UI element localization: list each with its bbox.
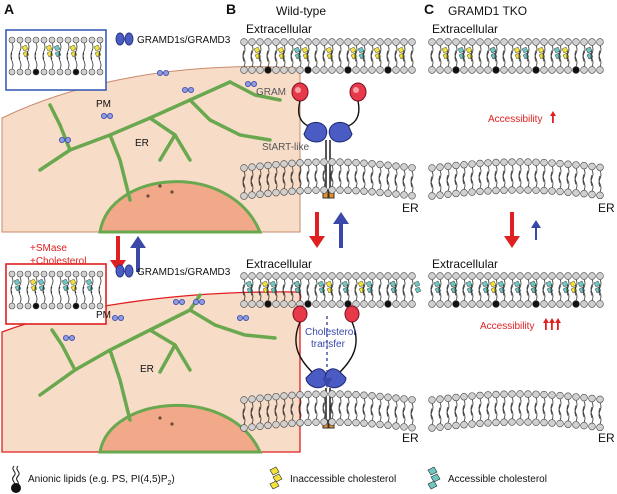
panel-a-letter: A — [4, 1, 14, 17]
er-network-bottom — [38, 293, 277, 422]
arrow-up-blue-b — [333, 212, 349, 248]
legend-accessible-icon — [427, 466, 441, 490]
panel-c-letter: C — [424, 1, 434, 17]
b-er-label-bottom: ER — [402, 431, 419, 445]
gram-label: GRAM — [256, 87, 286, 98]
c-er-membrane-bottom — [428, 390, 604, 432]
nucleus-bottom — [98, 404, 263, 454]
legend-inaccessible-icon — [269, 466, 283, 490]
gramd-legend-label-bottom: GRAMD1s/GRAMD3 — [137, 267, 231, 278]
inset-bilayer-bottom — [8, 270, 104, 310]
legend-anionic-sub: 2 — [168, 480, 172, 487]
c-extracellular-top: Extracellular — [432, 22, 498, 36]
inset-bilayer-top — [8, 36, 104, 76]
b-gram-domains-bottom — [292, 305, 360, 429]
b-er-label-top: ER — [402, 201, 419, 215]
legend-anionic-main: Anionic lipids (e.g. PS, PI(4,5)P — [28, 474, 168, 485]
nucleus-top — [98, 180, 263, 234]
b-start-domains-top — [303, 121, 353, 199]
gramd-legend-icon-top — [115, 32, 134, 46]
c-accessibility-triple-arrow — [543, 318, 561, 330]
gramd-legend-icon-bottom — [115, 264, 134, 278]
c-er-label-bottom: ER — [598, 431, 615, 445]
arrow-down-red-c — [504, 212, 520, 248]
er-label-top: ER — [135, 138, 149, 149]
panel-b-title: Wild-type — [276, 4, 326, 18]
b-plasma-membrane-top — [240, 38, 416, 74]
b-extracellular-top: Extracellular — [246, 22, 312, 36]
c-accessibility-bottom: Accessibility — [480, 321, 534, 332]
cholesterol-transfer-line2: transfer — [311, 339, 346, 350]
treatment-smase: +SMase — [30, 243, 67, 254]
legend-anionic-close: ) — [171, 474, 174, 485]
b-er-membrane-top — [240, 158, 416, 200]
gramd-dots-bottom — [63, 298, 249, 341]
c-accessibility-top: Accessibility — [488, 114, 542, 125]
c-accessibility-up-arrow-top — [550, 111, 556, 123]
c-extracellular-bottom: Extracellular — [432, 257, 498, 271]
er-label-bottom: ER — [140, 364, 154, 375]
panel-b-letter: B — [226, 1, 236, 17]
c-plasma-membrane-bottom — [428, 272, 604, 308]
treatment-cholesterol: +Cholesterol — [30, 256, 86, 267]
legend-inaccessible-cholesterol: Inaccessible cholesterol — [290, 474, 396, 485]
legend-accessible-cholesterol: Accessible cholesterol — [448, 474, 547, 485]
legend-anionic-lipids: Anionic lipids (e.g. PS, PI(4,5)P2) — [28, 474, 175, 487]
arrow-up-blue-c-small — [531, 220, 541, 240]
c-er-label-top: ER — [598, 201, 615, 215]
start-like-label: StART-like — [262, 142, 309, 153]
panel-c-title: GRAMD1 TKO — [448, 4, 527, 18]
er-network-top — [38, 80, 282, 202]
b-er-membrane-bottom — [240, 390, 416, 432]
arrow-up-blue-a — [130, 236, 146, 272]
gramd-legend-label-top: GRAMD1s/GRAMD3 — [137, 35, 231, 46]
c-plasma-membrane-top — [428, 38, 604, 74]
gramd-dots-top — [59, 70, 257, 143]
arrow-down-red-b — [309, 212, 325, 248]
legend-anionic-icon — [11, 465, 21, 493]
c-er-membrane-top — [428, 158, 604, 200]
b-extracellular-bottom: Extracellular — [246, 257, 312, 271]
pm-label-top: PM — [96, 99, 111, 110]
cell-top — [1, 66, 301, 234]
pm-label-bottom: PM — [96, 310, 111, 321]
b-plasma-membrane-bottom — [240, 272, 422, 308]
b-gram-domains-top — [291, 82, 367, 129]
cholesterol-transfer-line1: Cholesterol — [305, 327, 356, 338]
cell-bottom — [1, 291, 301, 454]
